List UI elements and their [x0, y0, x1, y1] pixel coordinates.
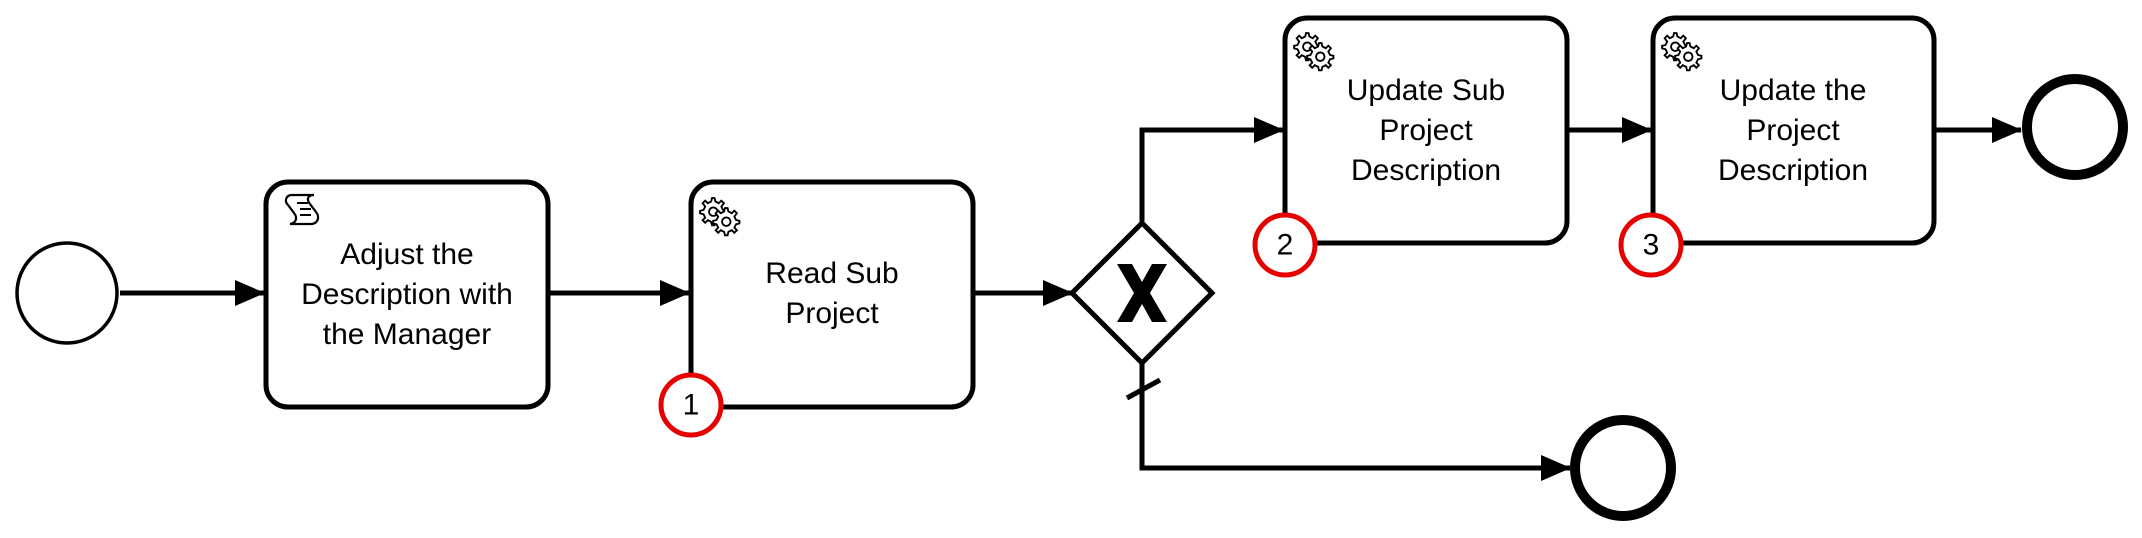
exclusive-gateway[interactable]: [1068, 219, 1216, 367]
start-event[interactable]: [15, 241, 119, 345]
marker-2: 2: [1252, 212, 1318, 278]
task-label-line-2: Project: [1379, 114, 1473, 147]
marker-3: 3: [1618, 212, 1684, 278]
task-label-line-3: Description: [1718, 154, 1868, 187]
flow-gateway-to-update-sub[interactable]: [1139, 117, 1284, 223]
task-label-line-2: Description with: [301, 278, 513, 311]
task-label-line-3: the Manager: [323, 318, 491, 351]
task-label-line-2: Project: [785, 297, 879, 330]
marker-1-label: 1: [683, 389, 700, 422]
x-icon: [1117, 264, 1167, 322]
end-event-lower[interactable]: [1570, 415, 1676, 521]
task-label-line-2: Project: [1746, 114, 1840, 147]
marker-3-label: 3: [1643, 229, 1660, 262]
task-label-line-1: Adjust the: [340, 238, 473, 271]
marker-2-label: 2: [1277, 229, 1294, 262]
task-label-line-1: Update the: [1720, 74, 1867, 107]
task-label-line-1: Read Sub: [765, 257, 898, 290]
marker-1: 1: [658, 372, 724, 438]
script-icon: [284, 193, 320, 226]
task-label-line-3: Description: [1351, 154, 1501, 187]
end-event-upper[interactable]: [2022, 74, 2128, 180]
default-flow-slash: [1125, 377, 1162, 401]
task-label-line-1: Update Sub: [1347, 74, 1505, 107]
flow-gateway-to-end-lower[interactable]: [1139, 363, 1571, 481]
